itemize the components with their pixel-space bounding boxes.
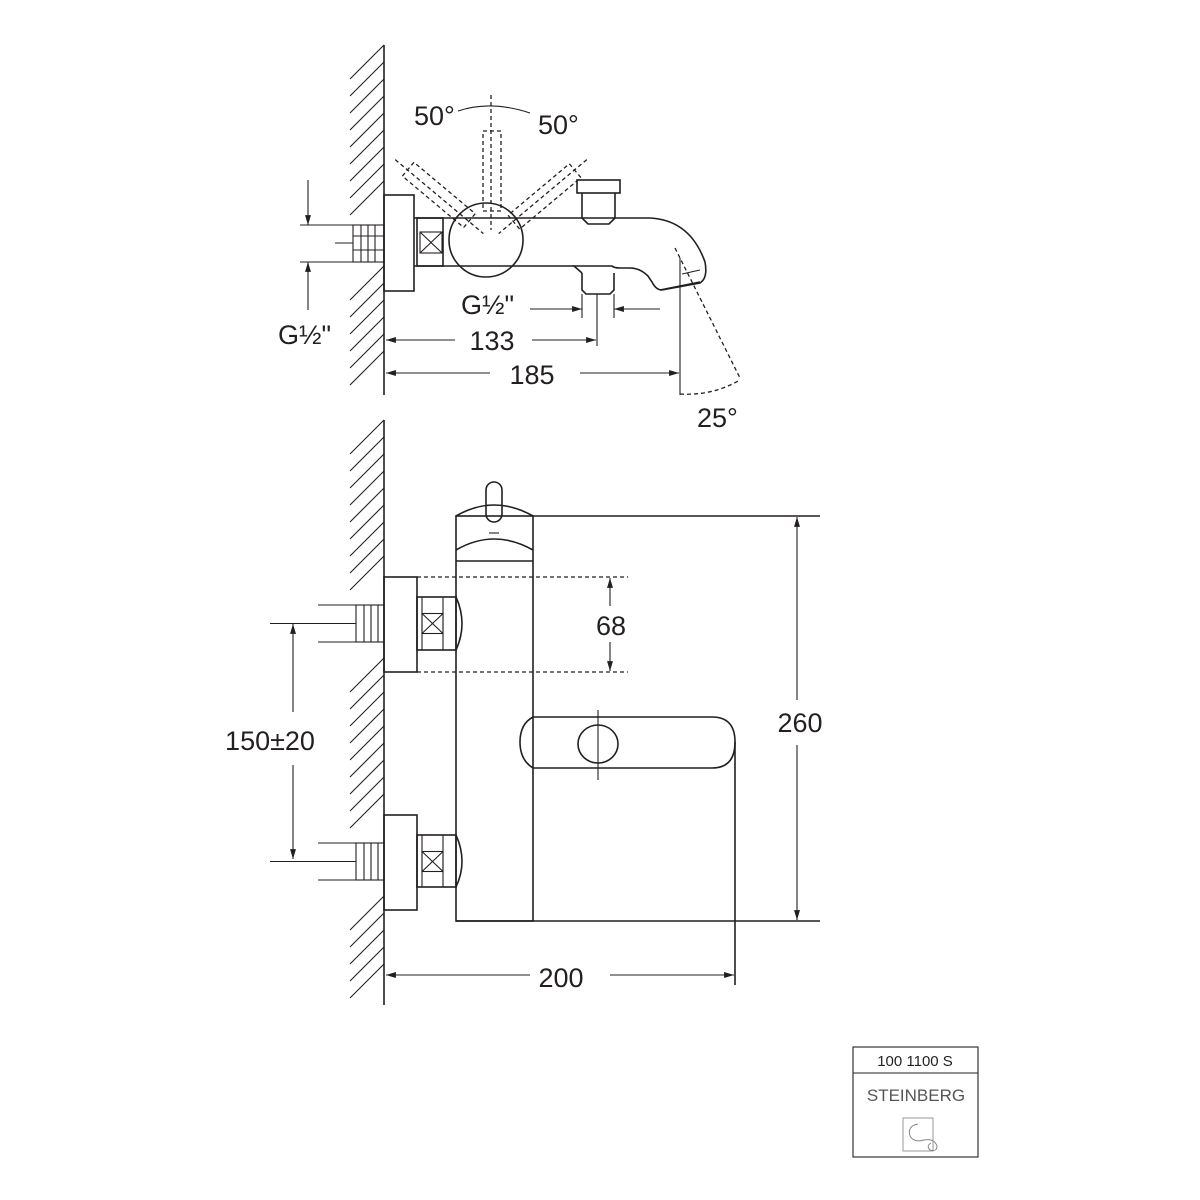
hatch-line <box>349 163 385 199</box>
inlet-connector <box>270 814 463 911</box>
front-view: 68 150±20 260 200 <box>225 419 823 1005</box>
hatch-line <box>349 521 385 557</box>
brand-logo-icon <box>902 1117 938 1152</box>
hatch-line <box>349 793 385 829</box>
wall-hatch-front <box>349 419 385 999</box>
hatch-line <box>349 946 385 982</box>
dimension-68-label: 68 <box>596 611 626 641</box>
hatch-line <box>349 299 385 335</box>
hatch-line <box>349 470 385 506</box>
angle-left-label: 50° <box>414 101 455 131</box>
dimension-185 <box>386 258 681 395</box>
hatch-line <box>349 265 385 301</box>
mixer-body-front <box>455 481 820 985</box>
spout-swivel-angle <box>674 247 741 395</box>
hatch-line <box>349 44 385 80</box>
hatch-line <box>349 112 385 148</box>
top-view: 50° 50° G½" G½" 133 185 <box>278 44 741 433</box>
inlet-connector <box>270 576 463 673</box>
dimension-133-label: 133 <box>469 326 514 356</box>
hatch-line <box>349 895 385 931</box>
hatch-line <box>349 929 385 965</box>
hatch-line <box>349 95 385 131</box>
hatch-line <box>349 487 385 523</box>
hatch-line <box>349 282 385 318</box>
hatch-line <box>349 78 385 114</box>
dimension-68 <box>417 576 628 673</box>
wall-flange-top <box>383 194 415 292</box>
outlet-thread-label: G½" <box>461 290 514 320</box>
dimension-150-label: 150±20 <box>225 726 315 756</box>
hatch-line <box>349 674 385 710</box>
hatch-line <box>349 725 385 761</box>
hatch-line <box>349 333 385 369</box>
hatch-line <box>349 350 385 386</box>
hatch-line <box>349 146 385 182</box>
dimension-200-label: 200 <box>538 963 583 993</box>
spout-angle-label: 25° <box>697 403 738 433</box>
hatch-line <box>349 419 385 455</box>
hatch-line <box>349 742 385 778</box>
hatch-line <box>349 912 385 948</box>
brand-name: STEINBERG <box>867 1086 965 1105</box>
wall-hatch-top <box>349 44 385 386</box>
mixer-body-top <box>414 179 707 295</box>
hatch-line <box>349 504 385 540</box>
dimension-185-label: 185 <box>509 360 554 390</box>
hatch-line <box>349 657 385 693</box>
hatch-line <box>349 776 385 812</box>
hatch-line <box>349 316 385 352</box>
hatch-line <box>349 555 385 591</box>
hatch-line <box>349 129 385 165</box>
hatch-line <box>349 708 385 744</box>
dimension-133 <box>386 294 598 346</box>
outlet-thread-dimension <box>530 294 660 318</box>
inlet-thread-label: G½" <box>278 320 331 350</box>
inlet-connector-top <box>300 224 385 263</box>
hatch-line <box>349 453 385 489</box>
hatch-line <box>349 963 385 999</box>
hatch-line <box>349 436 385 472</box>
title-block: 100 1100 S STEINBERG <box>852 1046 979 1158</box>
hatch-line <box>349 180 385 216</box>
hatch-line <box>349 691 385 727</box>
hatch-line <box>349 538 385 574</box>
hatch-line <box>349 61 385 97</box>
article-number: 100 1100 S <box>877 1053 953 1070</box>
angle-right-label: 50° <box>538 110 579 140</box>
hatch-line <box>349 759 385 795</box>
lever-rotation-positions <box>394 95 588 235</box>
dimension-260-label: 260 <box>777 708 822 738</box>
